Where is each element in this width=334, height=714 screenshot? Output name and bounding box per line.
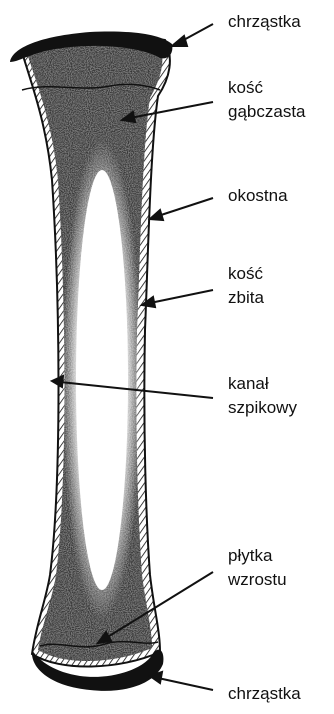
label-spongy-bone: kość gąbczasta xyxy=(228,76,306,124)
label-cartilage-top: chrząstka xyxy=(228,10,301,34)
label-growth-plate: płytka wzrostu xyxy=(228,544,287,592)
label-periosteum: okostna xyxy=(228,184,288,208)
label-cartilage-bottom: chrząstka xyxy=(228,682,301,706)
label-marrow-canal: kanał szpikowy xyxy=(228,372,297,420)
label-compact-bone: kość zbita xyxy=(228,262,264,310)
